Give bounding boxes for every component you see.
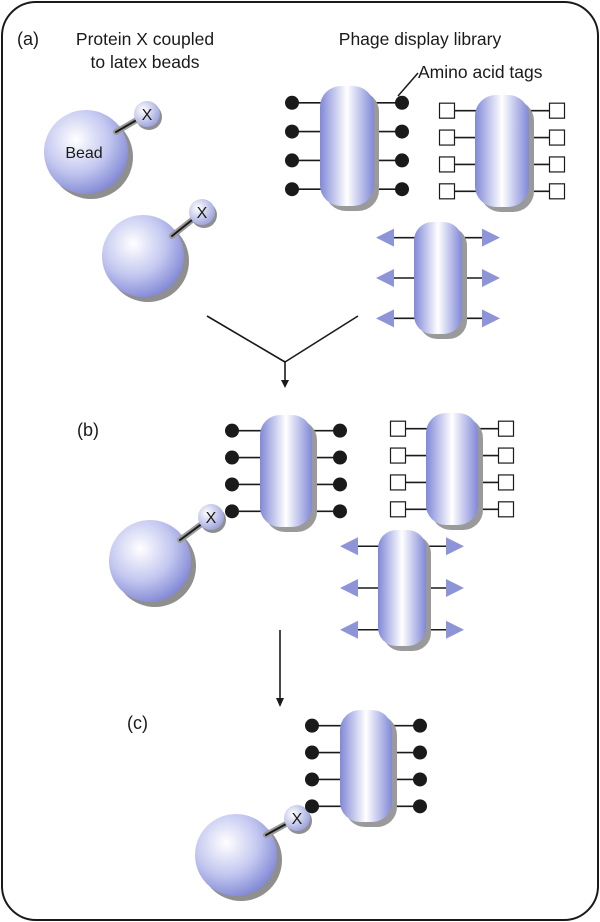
protein-x-c: X bbox=[263, 805, 312, 838]
protein-header-line1: Protein X coupled bbox=[76, 29, 214, 49]
amino-acid-tag-square bbox=[497, 420, 515, 437]
amino-acid-tag-triangle bbox=[376, 228, 394, 247]
amino-acid-tag-square bbox=[389, 447, 407, 464]
phage-b-triangle-tags bbox=[340, 530, 464, 651]
amino-acid-tag-circle bbox=[305, 772, 319, 787]
amino-acid-tag-circle bbox=[225, 423, 239, 438]
amino-acid-tag-circle bbox=[413, 772, 427, 787]
protein-x-b: X bbox=[177, 504, 226, 543]
amino-acid-tag-circle bbox=[285, 124, 299, 139]
amino-acid-tag-square bbox=[389, 420, 407, 437]
bead-a2 bbox=[102, 215, 189, 302]
amino-acid-tag-triangle bbox=[376, 309, 394, 328]
amino-acid-tag-circle bbox=[225, 450, 239, 465]
protein-x-label: X bbox=[292, 811, 303, 828]
amino-acid-tag-triangle bbox=[482, 309, 500, 328]
phage-a-triangle-tags bbox=[376, 222, 500, 339]
tags-pointer-line bbox=[397, 72, 419, 97]
amino-acid-tag-triangle bbox=[340, 579, 358, 597]
amino-acid-tag-square bbox=[548, 102, 566, 119]
protein-x-label: X bbox=[197, 205, 208, 222]
phage-b-circle-tags bbox=[225, 415, 347, 532]
panel-c-label: (c) bbox=[127, 713, 148, 733]
protein-header-line2: to latex beads bbox=[91, 52, 200, 72]
amino-acid-tag-circle bbox=[413, 745, 427, 760]
protein-x-label: X bbox=[206, 510, 217, 527]
amino-acid-tag-triangle bbox=[340, 537, 358, 556]
amino-acid-tag-square bbox=[497, 447, 515, 464]
phage-body bbox=[260, 415, 312, 527]
amino-acid-tag-triangle bbox=[482, 269, 500, 287]
bead-a1: Bead bbox=[44, 110, 133, 199]
phage-body bbox=[426, 413, 478, 525]
amino-acid-tag-triangle bbox=[340, 620, 358, 639]
amino-acid-tag-circle bbox=[333, 450, 347, 465]
protein-x-a1: X bbox=[113, 101, 162, 135]
amino-acid-tag-square bbox=[389, 474, 407, 491]
amino-acid-tag-square bbox=[438, 156, 456, 173]
amino-acid-tag-square bbox=[548, 156, 566, 173]
amino-acid-tag-triangle bbox=[446, 579, 464, 597]
selection-arrow bbox=[276, 630, 284, 707]
amino-acid-tag-circle bbox=[395, 182, 409, 197]
phage-body bbox=[378, 530, 426, 646]
panel-a-label: (a) bbox=[17, 29, 39, 49]
merge-arrow bbox=[206, 315, 359, 388]
phage-body bbox=[340, 710, 392, 822]
amino-acid-tag-circle bbox=[225, 504, 239, 519]
amino-acid-tag-square bbox=[497, 474, 515, 491]
protein-x-label: X bbox=[142, 107, 153, 124]
bead-c bbox=[195, 814, 282, 901]
amino-acid-tag-circle bbox=[413, 718, 427, 733]
amino-acid-tag-circle bbox=[333, 477, 347, 492]
amino-acid-tag-circle bbox=[285, 153, 299, 168]
library-header: Phage display library bbox=[339, 29, 502, 49]
amino-acid-tag-square bbox=[438, 183, 456, 200]
amino-acid-tag-circle bbox=[413, 799, 427, 814]
phage-body bbox=[320, 86, 374, 206]
amino-acid-tag-circle bbox=[305, 718, 319, 733]
amino-acid-tags-label: Amino acid tags bbox=[418, 62, 543, 82]
phage-body bbox=[414, 222, 462, 334]
phage-a-square-tags bbox=[438, 95, 566, 212]
amino-acid-tag-circle bbox=[285, 182, 299, 197]
bead-label: Bead bbox=[65, 145, 102, 162]
bead-b bbox=[109, 520, 196, 607]
amino-acid-tag-square bbox=[389, 501, 407, 518]
panel-b-label: (b) bbox=[77, 420, 99, 440]
amino-acid-tag-circle bbox=[395, 153, 409, 168]
amino-acid-tag-square bbox=[497, 501, 515, 518]
phage-c-circle-tags bbox=[305, 710, 427, 827]
amino-acid-tag-circle bbox=[395, 95, 409, 110]
amino-acid-tag-circle bbox=[305, 799, 319, 814]
amino-acid-tag-circle bbox=[225, 477, 239, 492]
amino-acid-tag-triangle bbox=[446, 620, 464, 639]
phage-body bbox=[475, 95, 529, 207]
amino-acid-tag-circle bbox=[333, 504, 347, 519]
amino-acid-tag-circle bbox=[395, 124, 409, 139]
protein-x-a2: X bbox=[169, 199, 217, 239]
amino-acid-tag-triangle bbox=[376, 269, 394, 287]
amino-acid-tag-triangle bbox=[482, 228, 500, 247]
phage-a-circle-tags bbox=[285, 86, 409, 211]
amino-acid-tag-square bbox=[548, 129, 566, 146]
amino-acid-tag-square bbox=[548, 183, 566, 200]
phage-b-square-tags bbox=[389, 413, 515, 530]
amino-acid-tag-square bbox=[438, 102, 456, 119]
amino-acid-tag-triangle bbox=[446, 537, 464, 556]
amino-acid-tag-circle bbox=[305, 745, 319, 760]
amino-acid-tag-circle bbox=[333, 423, 347, 438]
amino-acid-tag-square bbox=[438, 129, 456, 146]
amino-acid-tag-circle bbox=[285, 95, 299, 110]
